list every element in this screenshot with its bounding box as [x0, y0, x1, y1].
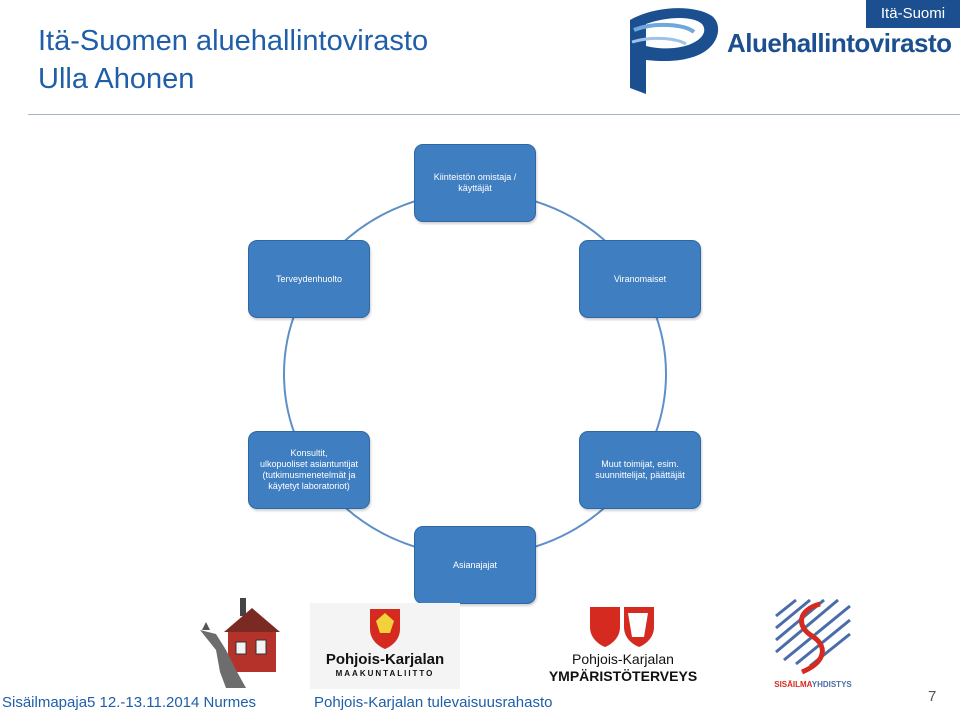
region-badge: Itä-Suomi — [866, 0, 960, 28]
page-number: 7 — [928, 688, 937, 705]
node-others: Muut toimijat, esim. suunnittelijat, pää… — [579, 431, 701, 509]
brand-name: Aluehallintovirasto — [727, 28, 952, 58]
title-line-1: Itä-Suomen aluehallintovirasto — [38, 25, 429, 57]
ymparistoterveys-logo: Pohjois-Karjalan YMPÄRISTÖTERVEYS — [548, 603, 698, 689]
ymparisto-arms-icon — [590, 607, 654, 647]
sisailma-emblem-icon — [775, 598, 851, 675]
node-consultants-line-3: (tutkimusmenetelmät ja — [262, 470, 356, 480]
node-others-line-1: Muut toimijat, esim. — [601, 459, 679, 469]
ymparisto-sub: YMPÄRISTÖTERVEYS — [548, 668, 698, 684]
aluehallintovirasto-logo-icon — [630, 8, 719, 94]
header-divider — [28, 114, 960, 115]
sisailma-name-b: YHDISTYS — [811, 680, 852, 689]
house-wolf-logo-icon — [200, 598, 280, 688]
coat-of-arms-icon — [370, 609, 400, 649]
sisailma-name-a: SISÄILMA — [774, 680, 812, 689]
page-title: Itä-Suomen aluehallintovirasto Ulla Ahon… — [38, 22, 428, 98]
node-lawyers-line-1: Asianajajat — [452, 559, 498, 570]
ymparisto-name: Pohjois-Karjalan — [572, 651, 674, 667]
node-consultants: Konsultit, ulkopuoliset asiantuntijat (t… — [248, 431, 370, 509]
maakuntaliitto-name: Pohjois-Karjalan — [325, 651, 445, 668]
maakuntaliitto-logo: Pohjois-Karjalan MAAKUNTALIITTO — [310, 603, 460, 689]
sisailmayhdistys-logo: SISÄILMAYHDISTYS — [766, 596, 860, 696]
node-authorities: Viranomaiset — [579, 240, 701, 318]
node-owner-line-2: käyttäjät — [458, 183, 492, 193]
footer-funding: Pohjois-Karjalan tulevaisuusrahasto — [314, 694, 553, 711]
node-consultants-line-1: Konsultit, — [290, 448, 328, 458]
node-authorities-line-1: Viranomaiset — [613, 273, 667, 284]
node-owner: Kiinteistön omistaja / käyttäjät — [414, 144, 536, 222]
node-consultants-line-4: käytetyt laboratoriot) — [268, 481, 350, 491]
node-health: Terveydenhuolto — [248, 240, 370, 318]
footer-event: Sisäilmapaja5 12.-13.11.2014 Nurmes — [2, 694, 257, 711]
node-health-line-1: Terveydenhuolto — [275, 273, 343, 284]
title-line-2: Ulla Ahonen — [38, 63, 195, 95]
node-consultants-line-2: ulkopuoliset asiantuntijat — [259, 459, 359, 469]
maakuntaliitto-sub: MAAKUNTALIITTO — [335, 669, 435, 678]
node-others-line-2: suunnittelijat, päättäjät — [595, 470, 685, 480]
node-lawyers: Asianajajat — [414, 526, 536, 604]
node-owner-line-1: Kiinteistön omistaja / — [433, 172, 517, 182]
